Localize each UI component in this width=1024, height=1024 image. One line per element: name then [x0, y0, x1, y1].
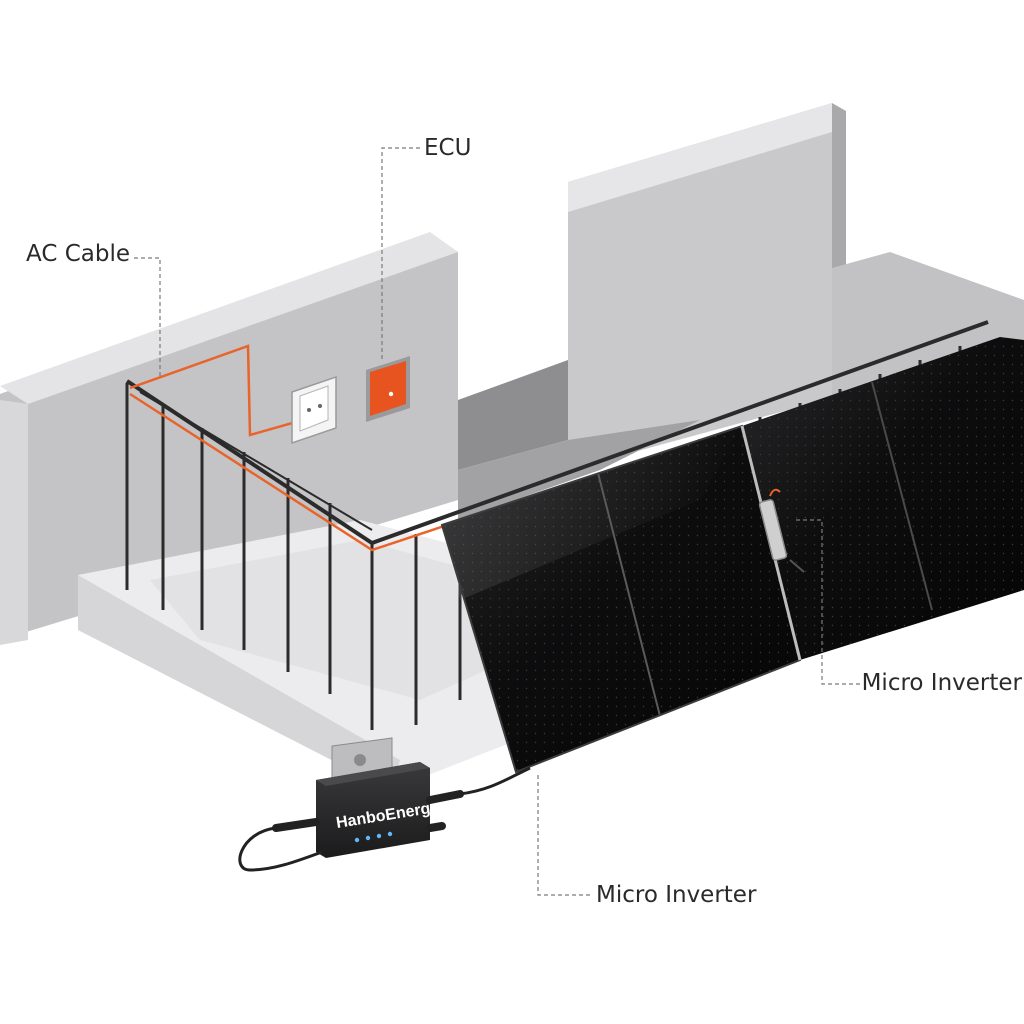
ecu-box-icon: [366, 356, 410, 422]
callout-ecu: ECU: [424, 135, 472, 161]
micro-inverter-large-icon: [238, 737, 531, 872]
solar-panel-right: [740, 337, 1024, 661]
right-wall-block: [568, 103, 846, 470]
left-wall: [0, 232, 458, 645]
callout-micro-inverter-right: Micro Inverter: [861, 670, 1022, 696]
callout-leader-lines: [134, 147, 860, 896]
power-outlet-icon: [291, 375, 337, 445]
callout-ac-cable: AC Cable: [26, 241, 130, 267]
micro-inverter-small-icon: [758, 488, 805, 573]
solar-panel-left: [440, 424, 802, 774]
callout-micro-inverter-bottom: Micro Inverter: [596, 882, 757, 908]
